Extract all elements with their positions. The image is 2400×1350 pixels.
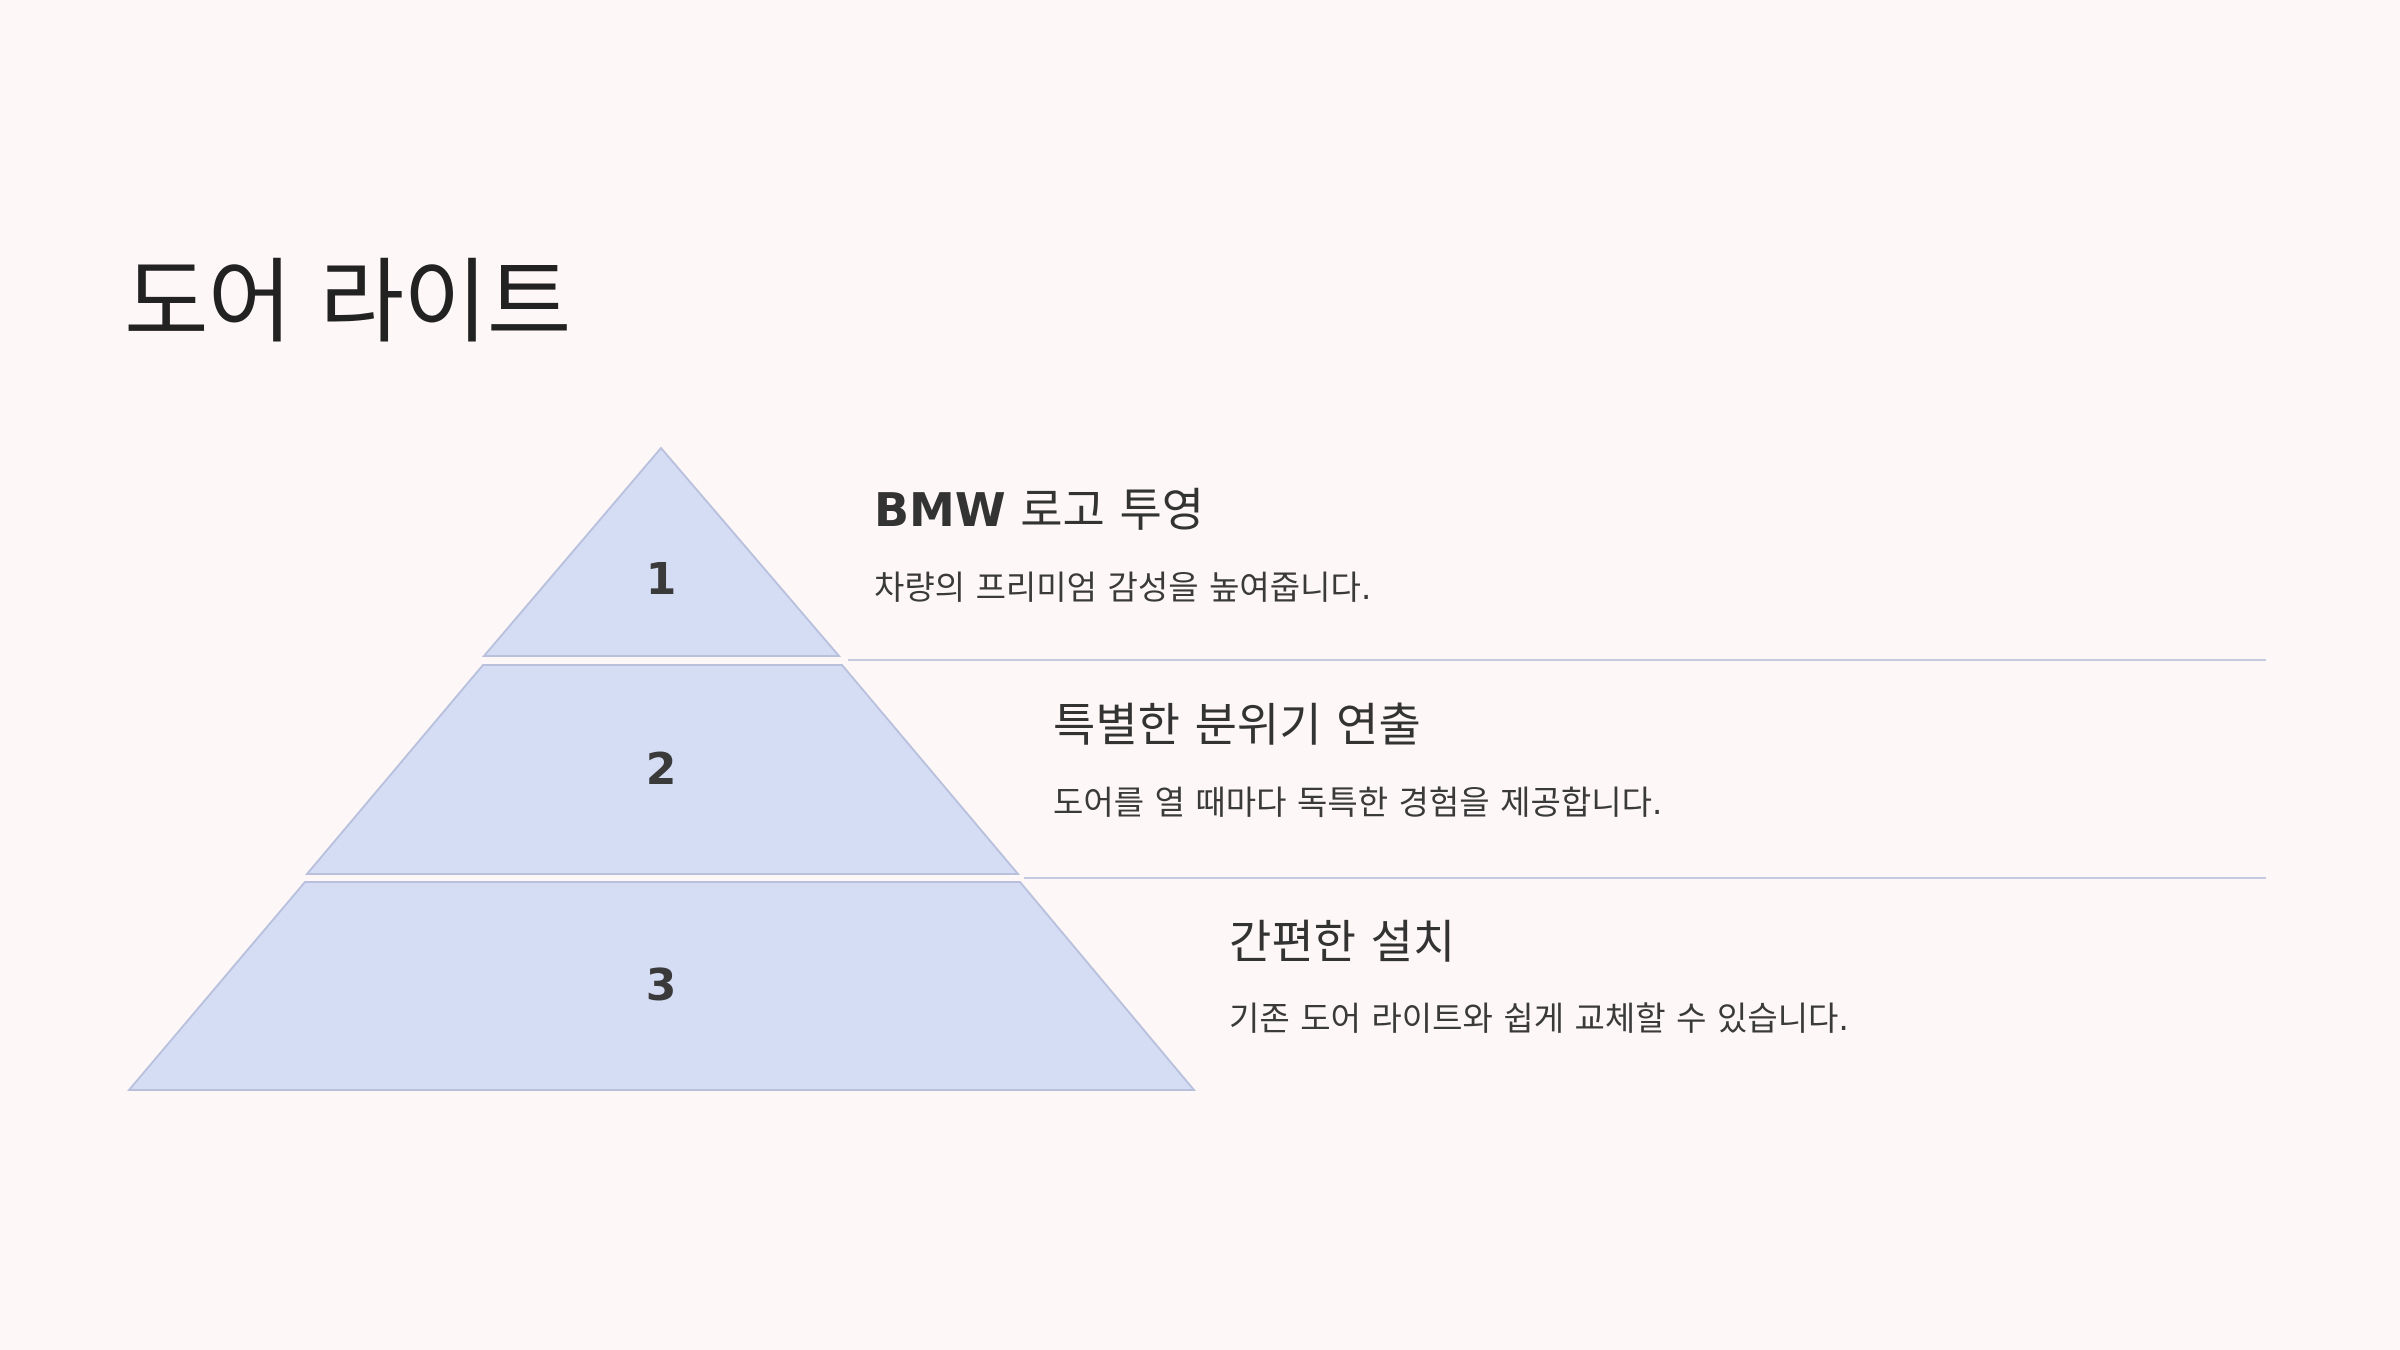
tier-number-3: 3 [646,960,677,1011]
pyramid-tier-2 [304,664,1021,875]
tier-3-heading-rest: 간편한 설치 [1229,915,1456,969]
tier-1-heading: BMW 로고 투영 [874,483,1204,538]
page-title: 도어 라이트 [124,249,571,356]
pyramid-tier-1 [481,446,842,657]
tier-2-heading-rest: 특별한 분위기 연출 [1053,698,1421,752]
tier-3-heading: 간편한 설치 [1229,915,1455,970]
tier-1-heading-rest: 로고 투영 [1005,483,1205,537]
tier-1-heading-bold: BMW [874,483,1006,537]
tier-2-heading: 특별한 분위기 연출 [1053,698,1421,753]
tier-2-description: 도어를 열 때마다 독특한 경험을 제공합니다. [1053,783,1663,822]
tier-number-1: 1 [646,554,677,605]
tier-3-description: 기존 도어 라이트와 쉽게 교체할 수 있습니다. [1229,999,1849,1038]
pyramid-tier-3 [126,881,1197,1091]
tier-1-description: 차량의 프리미엄 감성을 높여줍니다. [874,568,1372,607]
tier-number-2: 2 [646,744,677,795]
